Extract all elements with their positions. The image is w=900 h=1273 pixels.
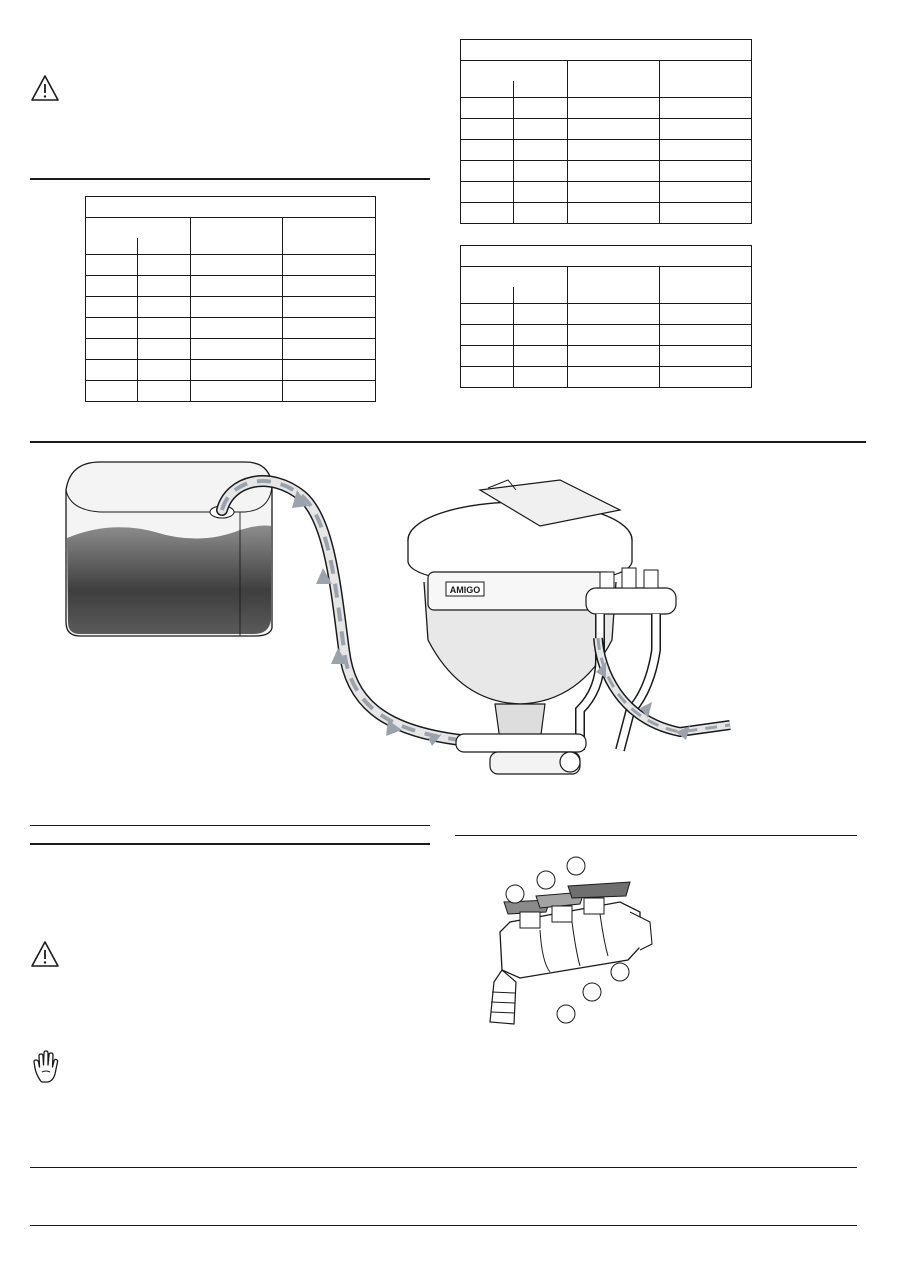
spec-table-3 (460, 245, 752, 388)
return-hose (216, 475, 466, 746)
table-row (460, 118, 752, 140)
table-row (460, 366, 752, 388)
table-row (460, 324, 752, 346)
brand-plate: AMIGO (450, 585, 481, 595)
table-header-cell (460, 266, 514, 304)
section-rule-right (455, 835, 857, 836)
table-title-cell (460, 245, 752, 267)
callout-circle (505, 884, 525, 904)
table-header-cell (282, 217, 376, 255)
spec-table-1 (85, 196, 376, 402)
callout-circle (582, 982, 602, 1002)
inlet-hose (593, 637, 731, 740)
section-rule-full (30, 441, 866, 443)
table-header-cell (512, 266, 568, 304)
warning-triangle-icon (31, 75, 59, 101)
table-row (85, 254, 376, 276)
table-row (460, 202, 752, 224)
table-row (85, 338, 376, 360)
table-header-cell (659, 266, 752, 304)
system-diagram: AMIGO (65, 461, 731, 775)
table-row (85, 275, 376, 297)
table-header-cell (190, 217, 283, 255)
table-row (460, 97, 752, 119)
section-rule-left-b (30, 843, 430, 845)
table-header-cell (460, 60, 514, 98)
section-rule-left-a (30, 825, 430, 826)
footer-rule-bottom (30, 1225, 857, 1226)
table-title-cell (460, 39, 752, 61)
table-row (85, 296, 376, 318)
callout-circle (556, 1004, 576, 1024)
table-header-cell (659, 60, 752, 98)
tank (65, 461, 273, 637)
valve-assembly (489, 881, 653, 1025)
table-header-cell (85, 217, 138, 255)
table-row (460, 303, 752, 325)
outlet-hoses (455, 733, 587, 775)
table-row (85, 317, 376, 339)
pump-body: AMIGO (407, 479, 633, 743)
stop-hand-icon (33, 1050, 59, 1083)
table-header-cell (567, 266, 660, 304)
callouts (505, 856, 630, 1024)
warning-triangle-icon (31, 941, 59, 967)
section-rule-left-top (30, 178, 430, 180)
callout-circle (610, 962, 630, 982)
table-row (460, 139, 752, 161)
table-row (85, 380, 376, 402)
table-header-cell (136, 217, 191, 255)
flow-arrows (292, 490, 442, 746)
table-row (85, 359, 376, 381)
table-header-cell (567, 60, 660, 98)
table-title-cell (85, 196, 376, 218)
table-row (460, 160, 752, 182)
callout-circle (566, 856, 586, 876)
table-row (460, 345, 752, 367)
table-row (460, 181, 752, 203)
footer-rule-top (30, 1167, 857, 1168)
spec-table-2 (460, 39, 752, 224)
valve-detail-diagram (489, 856, 653, 1025)
callout-circle (536, 870, 556, 890)
table-header-cell (512, 60, 568, 98)
